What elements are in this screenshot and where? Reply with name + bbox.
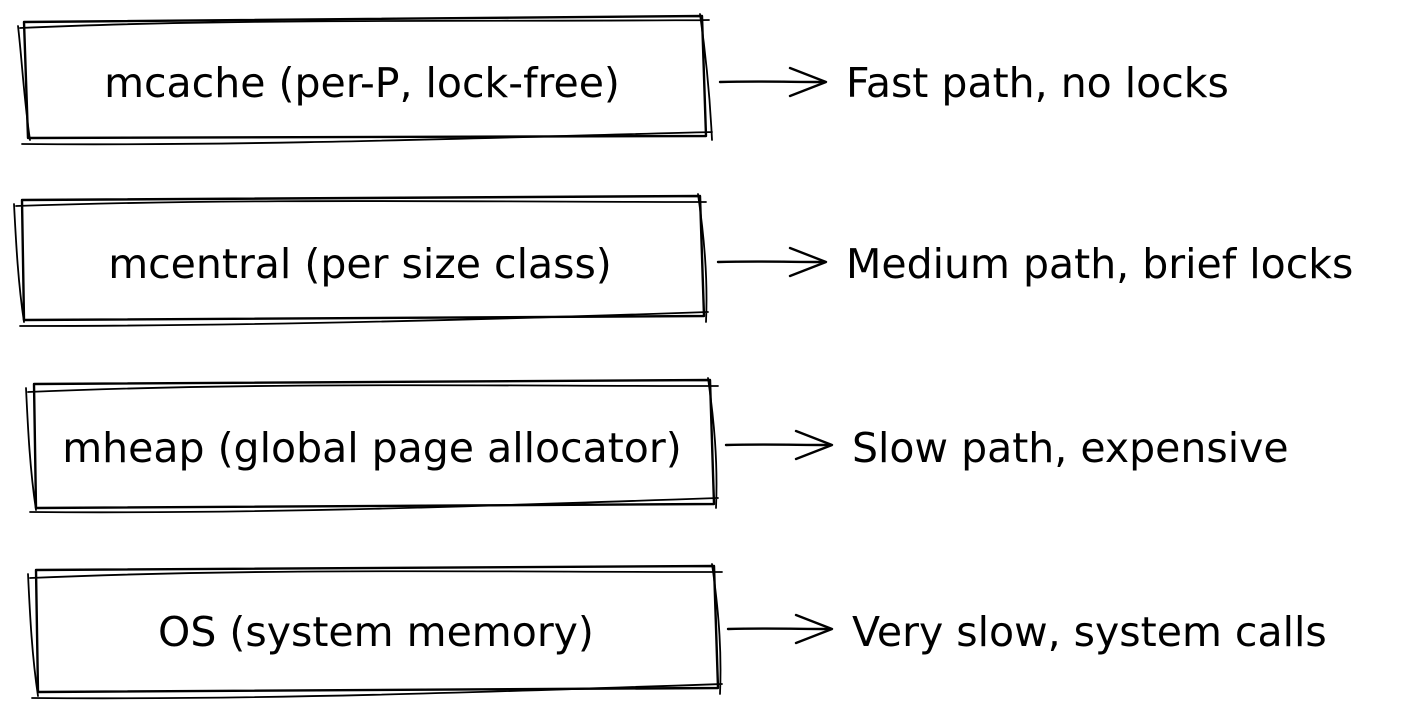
layer-description: Very slow, system calls — [852, 608, 1327, 656]
layer-description: Fast path, no locks — [846, 59, 1229, 107]
layer-label: mheap (global page allocator) — [62, 424, 682, 472]
layer-label: OS (system memory) — [158, 608, 594, 656]
layer-mheap: mheap (global page allocator) Slow path,… — [25, 377, 1289, 514]
layer-box — [17, 13, 713, 146]
layer-label: mcache (per-P, lock-free) — [104, 59, 620, 107]
arrow — [716, 246, 828, 278]
layer-mcache: mcache (per-P, lock-free) Fast path, no … — [17, 13, 1229, 146]
layer-box — [25, 377, 719, 514]
arrow — [718, 66, 828, 98]
layer-mcentral: mcentral (per size class) Medium path, b… — [13, 193, 1353, 327]
layer-label: mcentral (per size class) — [108, 240, 612, 288]
layer-box — [27, 563, 723, 700]
layer-description: Medium path, brief locks — [846, 240, 1353, 288]
layer-description: Slow path, expensive — [852, 424, 1289, 472]
layer-os: OS (system memory) Very slow, system cal… — [27, 563, 1327, 700]
arrow — [726, 613, 834, 645]
layer-box — [13, 193, 709, 327]
arrow — [724, 429, 834, 461]
